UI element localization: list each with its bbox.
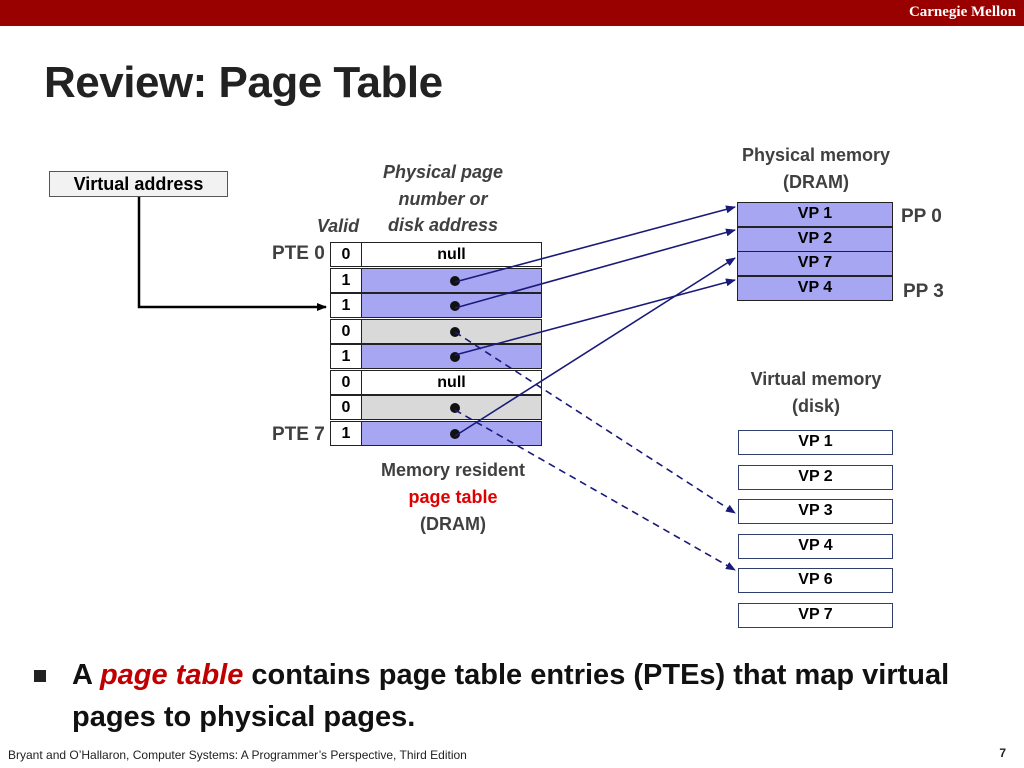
pte-first-label: PTE 0	[272, 243, 325, 264]
page-number: 7	[999, 746, 1006, 760]
pte-valid-bit: 1	[330, 420, 362, 446]
pte-valid-bit: 0	[330, 318, 362, 344]
disk-page: VP 6	[738, 568, 893, 594]
bullet-prefix: A	[72, 659, 100, 691]
ppn-header-line3: disk address	[387, 215, 499, 235]
physical-memory-title2: (DRAM)	[783, 172, 849, 192]
ppn-header-line2: number or	[398, 189, 488, 209]
pp-first-label: PP 0	[901, 206, 942, 227]
pte-row: 1	[330, 344, 542, 369]
virtual-memory-title1: Virtual memory	[750, 369, 882, 389]
pte3-to-disk-vp3-arrow	[454, 331, 736, 514]
virtual-address-arrow	[137, 197, 327, 311]
bullet-rest: contains page table entries (PTEs) that …	[72, 659, 950, 733]
physical-page: VP 1	[737, 202, 893, 227]
pte-address: null	[361, 242, 542, 267]
pp-last-label: PP 3	[903, 281, 944, 302]
virtual-address-box: Virtual address	[49, 171, 228, 197]
valid-header: Valid	[316, 216, 360, 236]
slide-title: Review: Page Table	[44, 58, 443, 107]
pte1-to-vp1-arrow	[454, 205, 736, 283]
disk-page: VP 1	[738, 430, 893, 455]
pte-valid-bit: 1	[330, 293, 362, 318]
pte-valid-bit: 1	[330, 344, 362, 369]
pte7-to-vp7-arrow	[454, 257, 736, 437]
pte-row: 1	[330, 293, 542, 318]
physical-memory-title1: Physical memory	[741, 145, 891, 165]
disk-page: VP 2	[738, 464, 893, 490]
pte6-to-disk-vp6-arrow	[454, 409, 736, 571]
physical-page: VP 7	[737, 251, 893, 276]
pte2-to-vp2-arrow	[454, 228, 736, 309]
pt-caption-line3: (DRAM)	[420, 514, 486, 534]
physical-page: VP 4	[737, 275, 893, 301]
pte-pointer-dot	[450, 428, 460, 439]
virtual-memory-title2: (disk)	[791, 396, 840, 416]
pte-row: 1	[330, 420, 542, 446]
disk-page: VP 7	[738, 603, 893, 628]
bullet-marker	[34, 670, 46, 682]
pt-caption-line2: page table	[408, 487, 498, 507]
pte-pointer-dot	[450, 352, 460, 362]
ppn-header-line1: Physical page	[382, 162, 504, 182]
pte-address: null	[361, 369, 542, 395]
pte-last-label: PTE 7	[272, 424, 325, 445]
pte-valid-bit: 0	[330, 369, 362, 395]
disk-page: VP 3	[738, 499, 893, 525]
pte-valid-bit: 0	[330, 242, 362, 267]
header-bar: Carnegie Mellon	[0, 0, 1024, 26]
bullet-text: A page table contains page table entries…	[72, 654, 972, 738]
pte-pointer-dot	[450, 326, 460, 337]
disk-page: VP 4	[738, 533, 893, 559]
pte4-to-vp4-arrow	[454, 278, 736, 356]
pte-pointer-dot	[450, 301, 460, 311]
pte-address	[361, 267, 542, 293]
footer-citation: Bryant and O’Hallaron, Computer Systems:…	[8, 748, 467, 762]
pte-valid-bit: 0	[330, 395, 362, 420]
brand-label: Carnegie Mellon	[908, 4, 1016, 20]
pte-row: 1	[330, 267, 542, 293]
pte-pointer-dot	[450, 403, 460, 413]
pte-pointer-dot	[450, 275, 460, 286]
pt-caption-line1: Memory resident	[380, 460, 526, 480]
bullet-emphasis: page table	[99, 659, 244, 691]
